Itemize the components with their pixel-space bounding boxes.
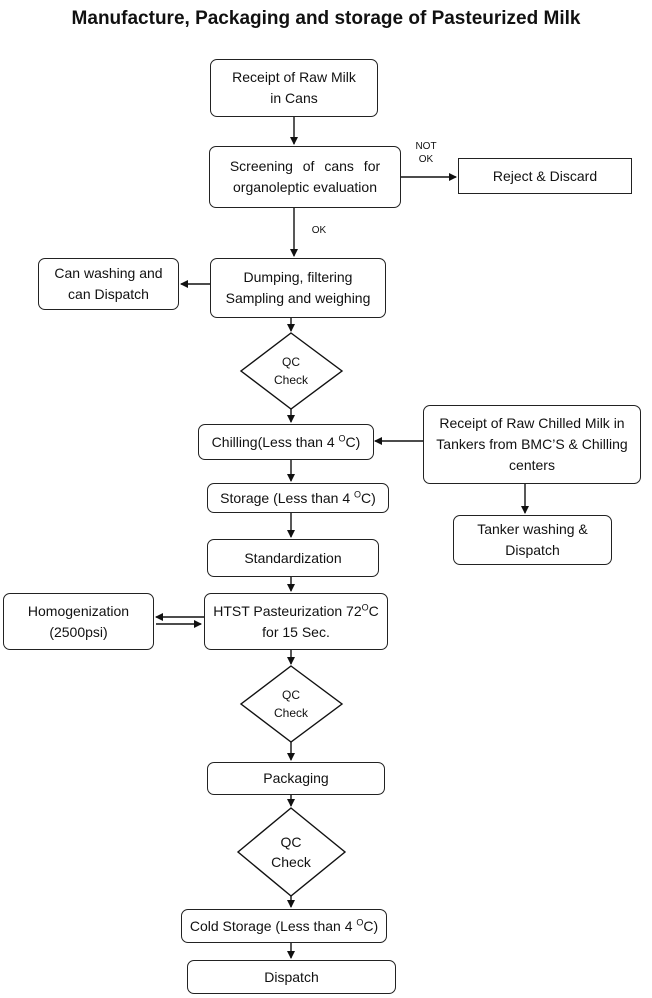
page-title: Manufacture, Packaging and storage of Pa…	[71, 8, 581, 29]
node-text: Dispatch	[264, 968, 319, 985]
qc-text: QC	[282, 688, 300, 702]
node-chilling: Chilling(Less than 4 OC)	[198, 424, 374, 460]
qc3-label: QC Check	[251, 832, 331, 872]
node-dispatch: Dispatch	[187, 960, 396, 994]
label-ok: OK	[311, 225, 327, 236]
node-storage: Storage (Less than 4 OC)	[207, 483, 389, 513]
qc-text: QC	[280, 834, 302, 850]
qc1-label: QC Check	[256, 353, 326, 389]
node-text: Standardization	[244, 549, 342, 566]
label-not-ok: NOT OK	[408, 140, 444, 166]
node-text: for 15 Sec.	[262, 623, 330, 640]
qc-text: QC	[282, 355, 300, 369]
label-text: OK	[418, 154, 434, 165]
node-dumping: Dumping, filtering Sampling and weighing	[210, 258, 386, 318]
node-receipt-raw-milk: Receipt of Raw Milk in Cans	[210, 59, 378, 117]
label-text: NOT	[415, 141, 437, 152]
node-packaging: Packaging	[207, 762, 385, 795]
node-text: Chilling(Less than 4 OC)	[211, 432, 361, 450]
node-cold-storage: Cold Storage (Less than 4 OC)	[181, 909, 387, 943]
node-text: Dispatch	[505, 542, 560, 558]
node-text: organoleptic evaluation	[233, 179, 377, 195]
node-text: Tankers from BMC’S & Chilling	[436, 436, 628, 452]
node-text: Receipt of Raw Chilled Milk in	[439, 415, 625, 431]
node-text: Cold Storage (Less than 4 OC)	[189, 916, 379, 934]
qc-text: Check	[271, 854, 311, 870]
node-htst-pasteurization: HTST Pasteurization 72OC for 15 Sec.	[204, 593, 388, 650]
node-homogenization: Homogenization (2500psi)	[3, 593, 154, 650]
node-text: Storage (Less than 4 OC)	[220, 488, 376, 506]
node-standardization: Standardization	[207, 539, 379, 577]
qc2-label: QC Check	[256, 686, 326, 722]
node-text: Sampling and weighing	[225, 290, 371, 306]
node-can-washing: Can washing and can Dispatch	[38, 258, 179, 310]
qc-text: Check	[273, 373, 308, 387]
node-text: Packaging	[263, 770, 329, 786]
node-text: HTST Pasteurization 72OC	[213, 601, 379, 619]
node-reject-discard: Reject & Discard	[458, 158, 632, 194]
node-text: Homogenization	[27, 602, 130, 619]
node-text: Reject & Discard	[492, 167, 598, 184]
node-text: Tanker washing &	[477, 521, 588, 537]
qc-text: Check	[273, 706, 308, 720]
node-tanker-washing: Tanker washing & Dispatch	[453, 515, 612, 565]
node-text: can Dispatch	[68, 286, 149, 302]
node-text: centers	[509, 457, 555, 473]
node-text: (2500psi)	[49, 623, 108, 640]
node-text: Can washing and	[54, 265, 163, 281]
node-receipt-chilled: Receipt of Raw Chilled Milk in Tankers f…	[423, 405, 641, 484]
node-text: Screening of cans for	[229, 158, 381, 174]
node-text: Dumping, filtering	[243, 269, 353, 285]
node-text: in Cans	[270, 90, 318, 106]
node-screening: Screening of cans for organoleptic evalu…	[209, 146, 401, 208]
node-text: Receipt of Raw Milk	[232, 69, 356, 85]
